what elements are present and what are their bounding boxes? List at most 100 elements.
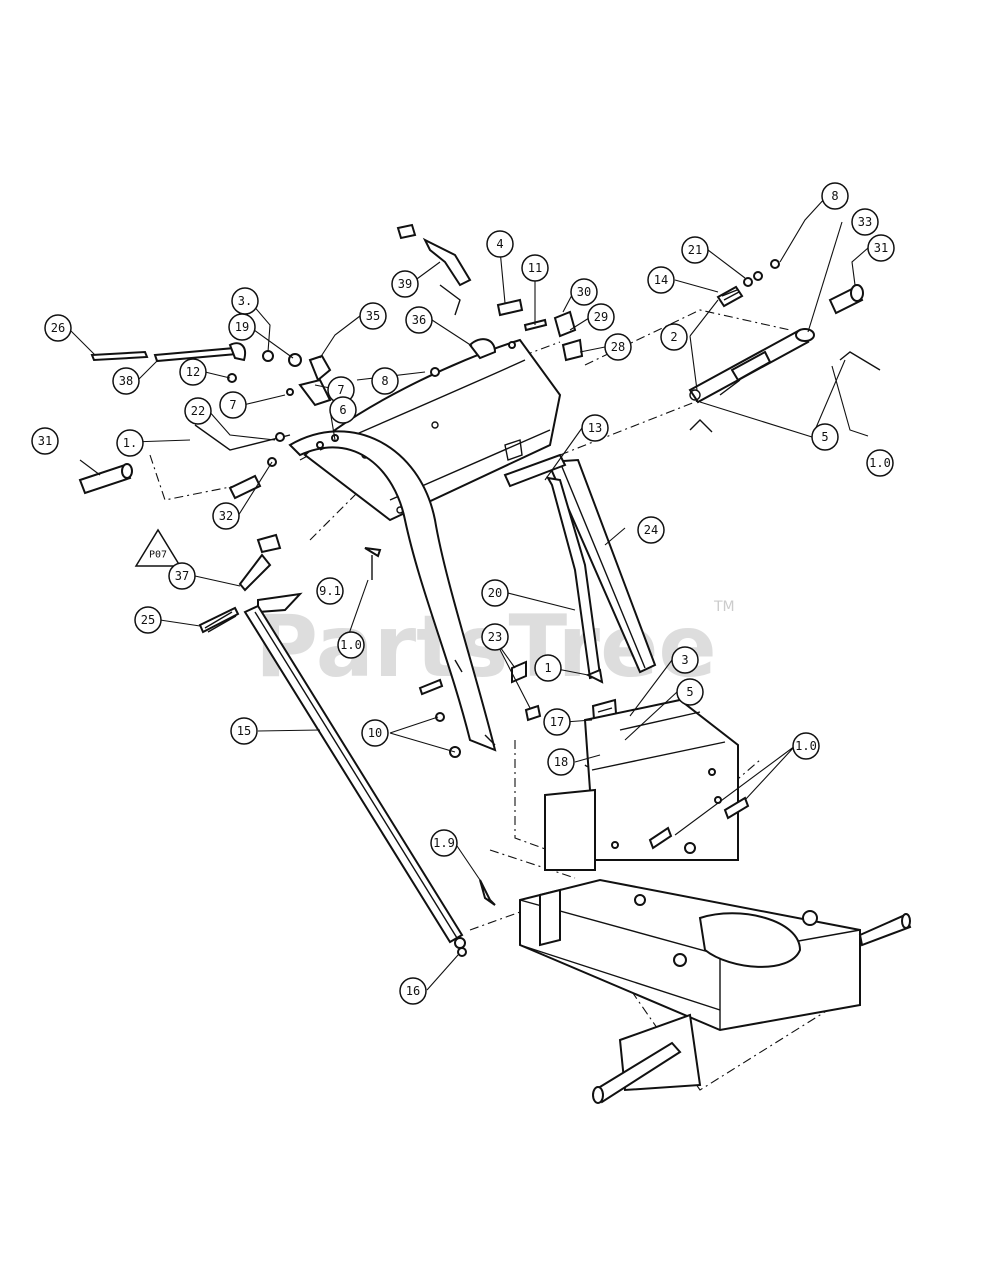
warning-label: P07 [149, 550, 167, 561]
upper-handle-frame [303, 338, 562, 522]
svg-text:4: 4 [496, 237, 503, 251]
callout-23: 23 [481, 623, 509, 651]
svg-text:30: 30 [577, 285, 591, 299]
callout-9-1: 9.1 [316, 577, 344, 605]
callout-18: 18 [547, 748, 575, 776]
svg-text:31: 31 [874, 241, 888, 255]
warning-triangle: P07 [134, 528, 182, 567]
callout-31-right: 31 [867, 234, 895, 262]
svg-text:2: 2 [670, 330, 677, 344]
svg-text:1.0: 1.0 [795, 739, 817, 753]
lower-frame [519, 698, 912, 1104]
callout-7-right: 7 [327, 376, 355, 404]
svg-text:19: 19 [235, 320, 249, 334]
left-control-parts [90, 342, 339, 467]
callout-10-left: 10 [361, 719, 389, 747]
svg-text:18: 18 [554, 755, 568, 769]
svg-text:5: 5 [821, 430, 828, 444]
svg-text:37: 37 [175, 569, 189, 583]
svg-text:17: 17 [550, 715, 564, 729]
callout-13: 13 [581, 414, 609, 442]
right-handle-rod [688, 328, 881, 433]
svg-text:1.0: 1.0 [340, 638, 362, 652]
callout-22: 22 [184, 397, 212, 425]
callout-5-right: 5 [811, 423, 839, 451]
callout-5-lower: 5 [676, 678, 704, 706]
svg-text:6: 6 [339, 403, 346, 417]
callouts: 8 33 31 21 14 2 5 1.0 4 11 39 30 29 28 3… [31, 182, 895, 1005]
callout-4: 4 [486, 230, 514, 258]
callout-33: 33 [851, 208, 879, 236]
callout-7-left: 7 [219, 391, 247, 419]
svg-text:24: 24 [644, 523, 658, 537]
callout-38: 38 [112, 367, 140, 395]
callout-3-lower: 3 [671, 646, 699, 674]
svg-text:22: 22 [191, 404, 205, 418]
watermark-trademark: TM [713, 599, 735, 615]
svg-text:29: 29 [594, 310, 608, 324]
svg-text:8: 8 [381, 374, 388, 388]
callout-24: 24 [637, 516, 665, 544]
callout-8-top: 8 [821, 182, 849, 210]
callout-16: 16 [399, 977, 427, 1005]
svg-text:11: 11 [528, 261, 542, 275]
svg-text:1: 1 [544, 661, 551, 675]
callout-1-mid: 1 [534, 654, 562, 682]
left-grip [78, 463, 262, 500]
svg-text:28: 28 [611, 340, 625, 354]
svg-text:10: 10 [368, 726, 382, 740]
svg-text:3.: 3. [238, 294, 252, 308]
svg-text:20: 20 [488, 586, 502, 600]
right-grip [828, 284, 864, 315]
callout-10-right: 1.0 [866, 449, 894, 477]
svg-text:31: 31 [38, 434, 52, 448]
lower-rod [243, 604, 467, 957]
callout-2: 2 [660, 323, 688, 351]
callout-30: 30 [570, 278, 598, 306]
svg-text:23: 23 [488, 630, 502, 644]
svg-text:8: 8 [831, 189, 838, 203]
callout-32: 32 [212, 502, 240, 530]
svg-text:12: 12 [186, 365, 200, 379]
callout-1-9: 1.9 [430, 829, 458, 857]
callout-25: 25 [134, 606, 162, 634]
callout-36: 36 [405, 306, 433, 334]
svg-text:1.: 1. [123, 436, 137, 450]
callout-35: 35 [359, 302, 387, 330]
callout-39: 39 [391, 270, 419, 298]
svg-text:7: 7 [229, 398, 236, 412]
callout-15: 15 [230, 717, 258, 745]
callout-31-left: 31 [31, 427, 59, 455]
frame-bolts [479, 796, 750, 906]
callout-1-left: 1. [116, 429, 144, 457]
callout-21: 21 [681, 236, 709, 264]
callout-17: 17 [543, 708, 571, 736]
callout-28: 28 [604, 333, 632, 361]
callout-37: 37 [168, 562, 196, 590]
svg-text:33: 33 [858, 215, 872, 229]
svg-text:13: 13 [588, 421, 602, 435]
callout-14: 14 [647, 266, 675, 294]
svg-text:1.0: 1.0 [869, 456, 891, 470]
callout-11: 11 [521, 254, 549, 282]
callout-8-mid: 8 [371, 367, 399, 395]
svg-text:14: 14 [654, 273, 668, 287]
svg-text:16: 16 [406, 984, 420, 998]
svg-text:39: 39 [398, 277, 412, 291]
leader-lines [69, 196, 869, 991]
callout-19: 19 [228, 313, 256, 341]
svg-text:3: 3 [681, 653, 688, 667]
left-handle-tube [288, 430, 497, 752]
svg-text:25: 25 [141, 613, 155, 627]
spring-assembly [716, 259, 780, 308]
callout-29: 29 [587, 303, 615, 331]
svg-text:36: 36 [412, 313, 426, 327]
svg-text:21: 21 [688, 243, 702, 257]
callout-6: 6 [329, 396, 357, 424]
svg-text:9.1: 9.1 [319, 584, 341, 598]
callout-12: 12 [179, 358, 207, 386]
svg-text:26: 26 [51, 321, 65, 335]
callout-20: 20 [481, 579, 509, 607]
svg-text:1.9: 1.9 [433, 836, 455, 850]
